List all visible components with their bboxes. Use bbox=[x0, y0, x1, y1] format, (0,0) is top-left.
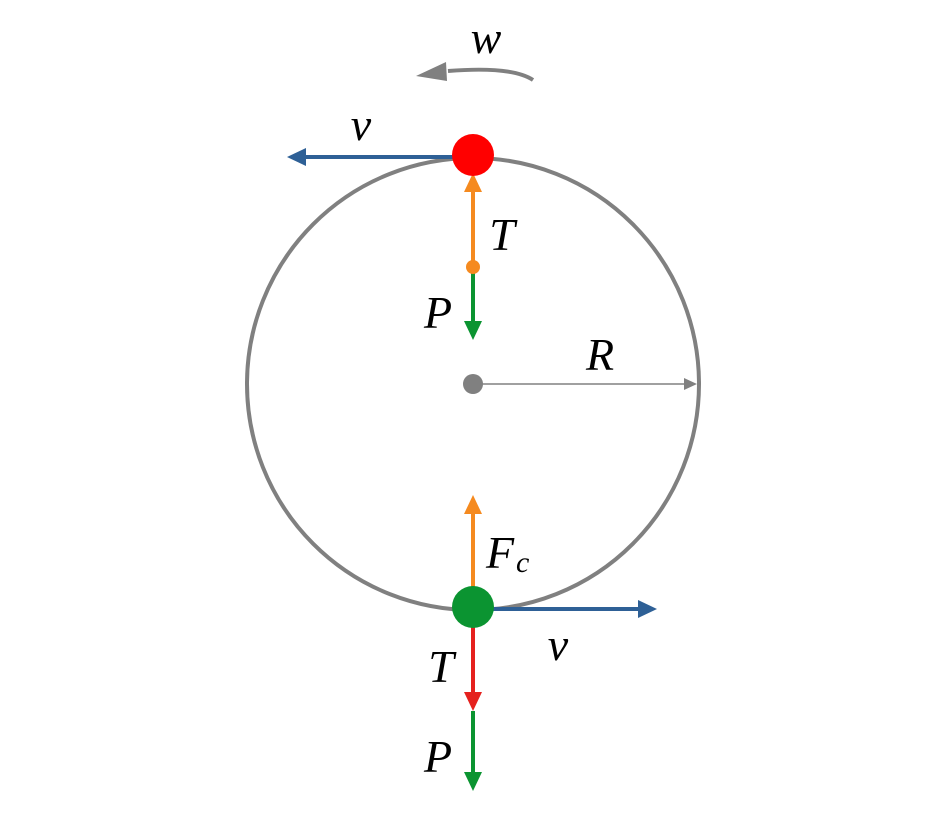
rotation-arc bbox=[447, 67, 535, 82]
velocity-top-label: v bbox=[351, 99, 372, 150]
tension-arrow-bottom bbox=[464, 625, 482, 711]
velocity-bottom-arrowhead bbox=[638, 600, 657, 618]
ball-bottom bbox=[452, 586, 494, 628]
velocity-arrow-bottom bbox=[490, 600, 657, 618]
radius-arrow bbox=[473, 378, 697, 390]
tension-top-label: T bbox=[489, 209, 518, 260]
centripetal-force-subscript: c bbox=[516, 546, 529, 579]
centripetal-force-label: F bbox=[485, 527, 515, 578]
tension-arrow-top bbox=[464, 173, 482, 274]
centripetal-force-arrow bbox=[464, 495, 482, 590]
weight-top-arrowhead bbox=[464, 321, 482, 340]
velocity-bottom-label: v bbox=[548, 619, 569, 670]
rotation-arrowhead bbox=[416, 62, 447, 81]
weight-top-label: P bbox=[423, 287, 452, 338]
tension-top-arrowhead bbox=[464, 173, 482, 192]
velocity-arrow-top bbox=[287, 148, 460, 166]
weight-arrow-top bbox=[464, 268, 482, 340]
radius-label: R bbox=[585, 329, 614, 380]
tension-bottom-label: T bbox=[428, 641, 457, 692]
ball-top bbox=[452, 134, 494, 176]
rotation-arrow bbox=[416, 62, 535, 82]
velocity-top-arrowhead bbox=[287, 148, 306, 166]
tension-bottom-arrowhead bbox=[464, 692, 482, 711]
weight-arrow-bottom bbox=[464, 711, 482, 791]
center-point bbox=[463, 374, 483, 394]
weight-bottom-arrowhead bbox=[464, 772, 482, 791]
radius-arrowhead bbox=[684, 378, 697, 390]
centripetal-arrowhead bbox=[464, 495, 482, 514]
tension-top-origin-dot bbox=[466, 260, 480, 274]
weight-bottom-label: P bbox=[423, 731, 452, 782]
omega-label: w bbox=[471, 12, 502, 63]
